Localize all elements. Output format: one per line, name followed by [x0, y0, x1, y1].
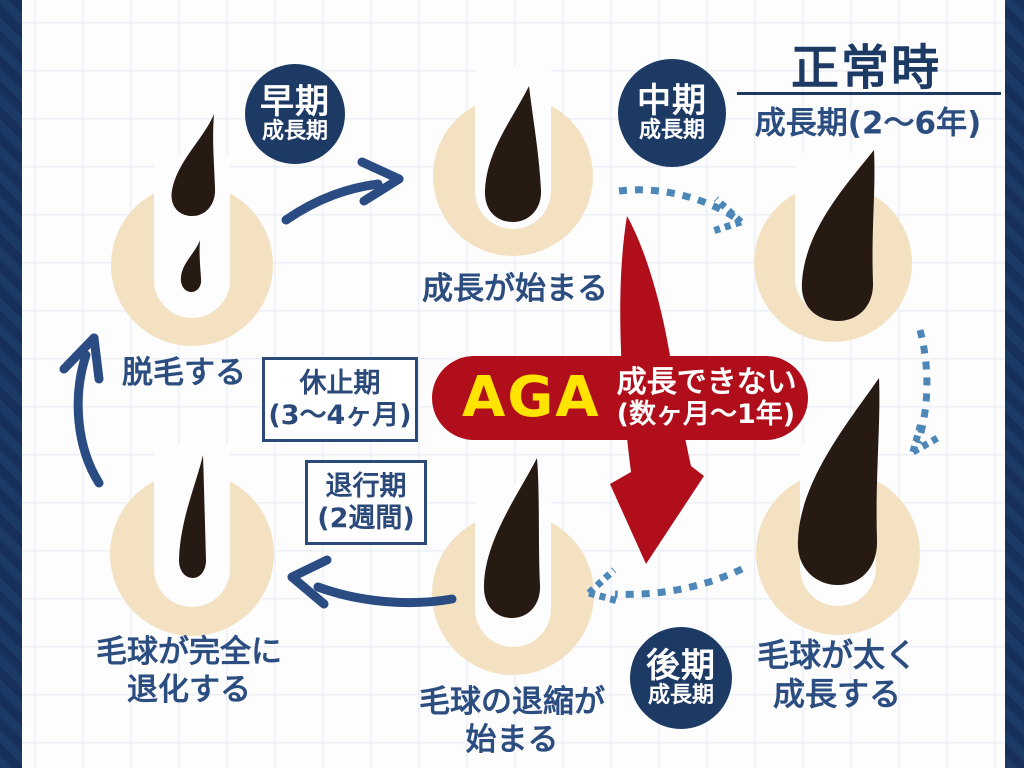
normal-title-underline	[737, 92, 1001, 95]
resting-period-box: 休止期 (3〜4ヶ月)	[262, 357, 418, 442]
aga-description: 成長できない (数ヶ月〜1年)	[617, 366, 797, 430]
normal-subtitle: 成長期(2〜6年)	[754, 105, 982, 142]
badge-late-growth-line1: 後期	[646, 645, 716, 686]
arrow-degenerated-to-shedding-icon	[59, 333, 104, 488]
follicle-shedding	[111, 114, 273, 346]
aga-description-line1: 成長できない	[616, 365, 797, 401]
badge-middle-growth: 中期 成長期	[618, 59, 726, 167]
normal-title: 正常時	[790, 40, 942, 96]
regression-period-box: 退行期 (2週間)	[305, 460, 427, 545]
regression-period-line1: 退行期	[325, 470, 407, 502]
left-border-stripe	[0, 0, 22, 768]
follicle-normal-growth-bottom	[756, 378, 920, 635]
arrow-receding-to-degenerated-icon	[287, 555, 457, 609]
follicle-normal-growth-top	[754, 150, 912, 342]
label-bulb-recedes-line2: 始まる	[465, 722, 559, 758]
label-bulb-grows-thick: 毛球が太く 成長する	[757, 636, 917, 714]
label-shedding: 脱毛する	[122, 355, 246, 392]
follicle-growth-begins	[433, 66, 593, 256]
label-bulb-degenerates-line2: 退化する	[127, 672, 251, 708]
label-bulb-recedes-line1: 毛球の退縮が	[419, 684, 605, 721]
dashed-arrow-normal-down-icon	[909, 329, 943, 456]
label-bulb-degenerates: 毛球が完全に 退化する	[96, 634, 282, 710]
follicle-degenerated	[110, 444, 274, 636]
resting-period-line1: 休止期	[299, 367, 381, 399]
label-bulb-grows-thick-line2: 成長する	[772, 675, 902, 713]
badge-late-growth-line2: 成長期	[647, 683, 714, 709]
label-growth-begins: 成長が始まる	[422, 271, 608, 308]
right-border-stripe	[1005, 0, 1024, 768]
aga-acronym: AGA	[462, 365, 601, 430]
badge-early-growth-line1: 早期	[260, 81, 330, 122]
badge-late-growth: 後期 成長期	[630, 627, 732, 729]
label-bulb-recedes: 毛球の退縮が 始まる	[419, 684, 605, 760]
badge-middle-growth-line1: 中期	[637, 80, 707, 121]
badge-middle-growth-line2: 成長期	[638, 118, 705, 144]
aga-description-line2: (数ヶ月〜1年)	[616, 398, 796, 430]
resting-period-line2: (3〜4ヶ月)	[268, 399, 412, 431]
label-bulb-grows-thick-line1: 毛球が太く	[756, 635, 918, 674]
label-bulb-degenerates-line1: 毛球が完全に	[96, 634, 282, 671]
dashed-arrow-normal-to-receding-icon	[586, 565, 744, 605]
follicle-receding	[432, 458, 594, 675]
regression-period-line2: (2週間)	[317, 502, 415, 534]
aga-pill: AGA 成長できない (数ヶ月〜1年)	[432, 356, 808, 440]
dashed-arrow-growth-to-normal-icon	[618, 186, 744, 235]
arrow-shedding-to-growth-icon	[281, 157, 404, 225]
badge-early-growth: 早期 成長期	[245, 64, 345, 164]
badge-early-growth-line2: 成長期	[261, 119, 328, 145]
